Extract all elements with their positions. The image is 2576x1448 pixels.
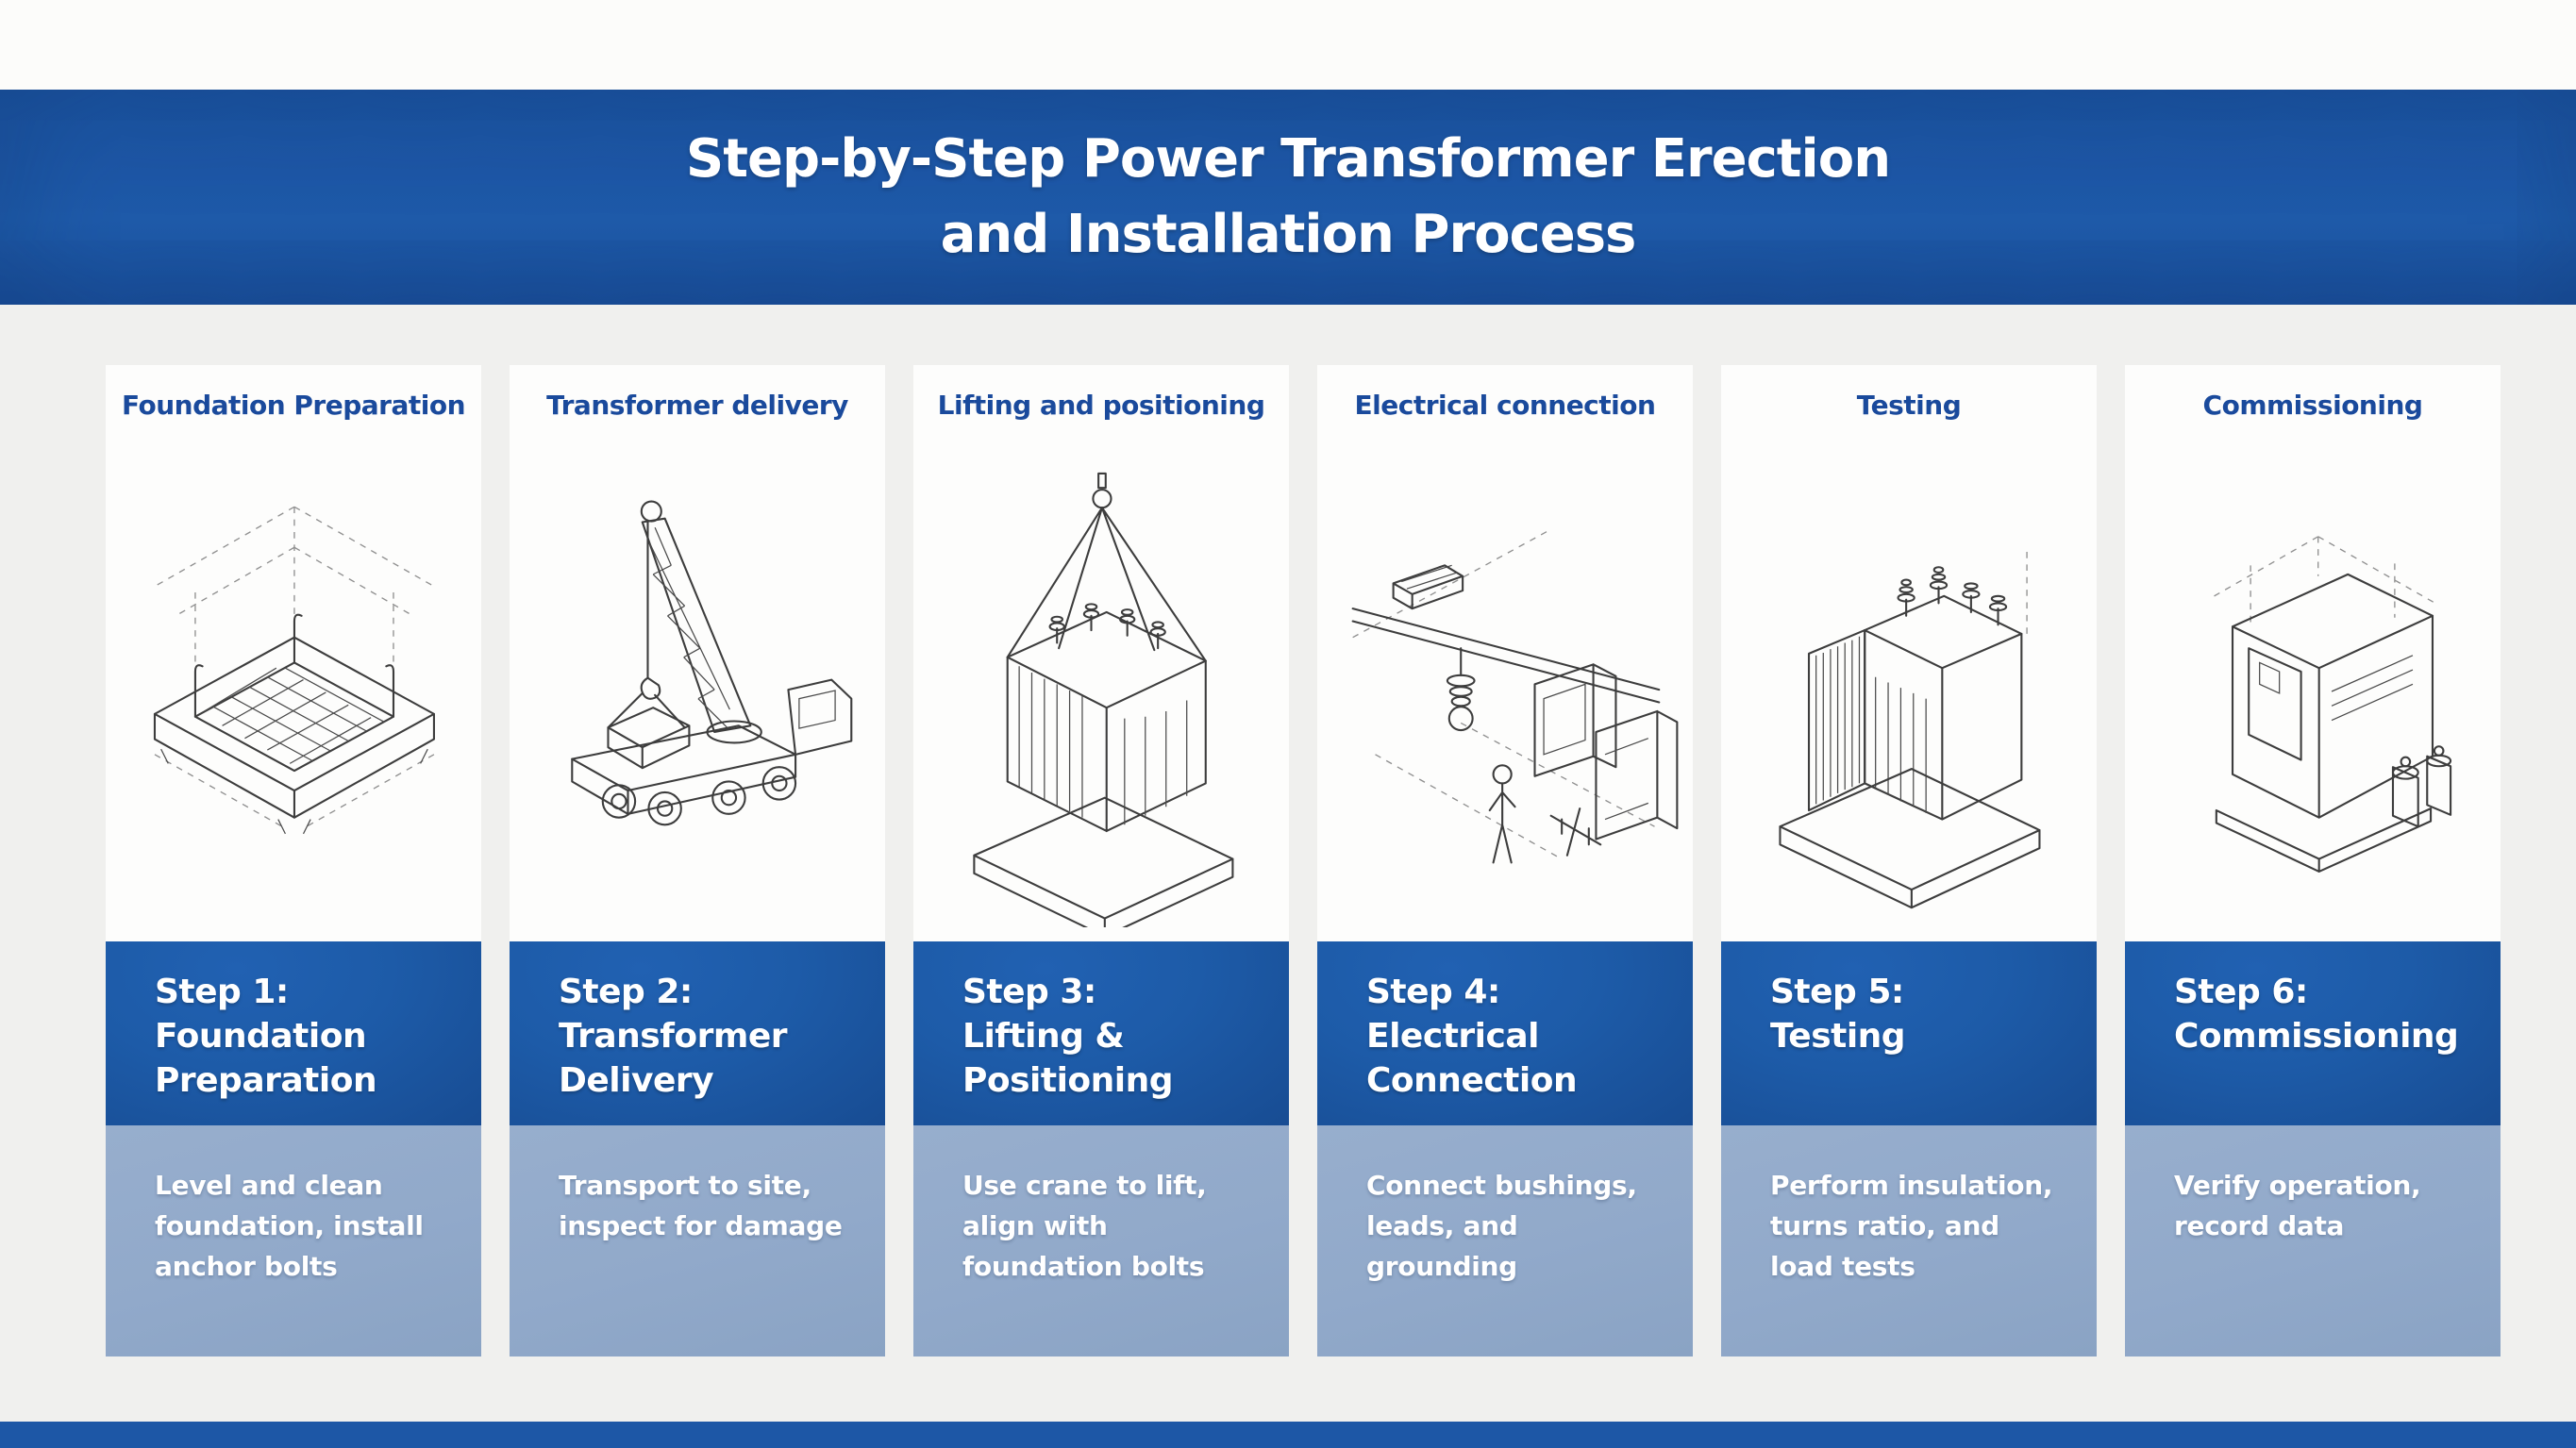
step-description-block: Use crane to lift, align with foundation… [913,1125,1289,1356]
foundation-pit-rebar-icon [151,506,438,834]
step-title: Step 5: Testing [1770,973,1906,1056]
step-description-block: Verify operation, record data [2125,1125,2501,1356]
step-title: Step 6: Commissioning [2174,973,2459,1056]
step-column-1: Foundation Preparation [106,365,481,1356]
step-description: Verify operation, record data [2174,1170,2421,1241]
step-description: Perform insulation, turns ratio, and loa… [1770,1170,2053,1282]
step-title-block: Step 6: Commissioning [2125,941,2501,1125]
column-header: Electrical connection [1354,390,1656,421]
step-description: Transport to site, inspect for damage [559,1170,843,1241]
electrical-connection-illustration [1317,441,1693,941]
crane-truck-icon [571,499,853,825]
column-header: Testing [1856,390,1962,421]
top-white-strip [0,0,2576,90]
step-column-2: Transformer delivery [510,365,885,1356]
step-column-3: Lifting and positioning [913,365,1289,1356]
testing-illustration [1721,441,2097,941]
step-column-6: Commissioning Step 6: Commis [2125,365,2501,1356]
step-description-block: Level and clean foundation, install anch… [106,1125,481,1356]
crane-truck-illustration [510,441,885,941]
step-title: Step 1: Foundation Preparation [155,973,377,1100]
step-description: Level and clean foundation, install anch… [155,1170,424,1282]
column-header: Lifting and positioning [937,390,1265,421]
step-title: Step 2: Transformer Delivery [559,973,788,1100]
page-title: Step-by-Step Power Transformer Erection … [685,128,1891,265]
step-description: Use crane to lift, align with foundation… [962,1170,1207,1282]
step-column-5: Testing [1721,365,2097,1356]
lifting-positioning-illustration [913,441,1289,941]
foundation-pit-illustration [106,441,481,941]
transformer-testing-icon [1779,551,2041,908]
step-title-block: Step 5: Testing [1721,941,2097,1125]
step-title-block: Step 4: Electrical Connection [1317,941,1693,1125]
step-column-4: Electrical connection [1317,365,1693,1356]
step-description-block: Connect bushings, leads, and grounding [1317,1125,1693,1356]
footer-bar [0,1422,2576,1448]
column-header: Transformer delivery [546,390,848,421]
step-description-block: Perform insulation, turns ratio, and loa… [1721,1125,2097,1356]
column-header: Foundation Preparation [121,390,466,421]
busbar-worker-icon [1351,528,1679,863]
steps-row: Foundation Preparation [106,365,2501,1356]
title-banner: Step-by-Step Power Transformer Erection … [0,90,2576,305]
control-cabinet-icon [2212,535,2452,873]
step-title-block: Step 3: Lifting & Positioning [913,941,1289,1125]
step-title-block: Step 1: Foundation Preparation [106,941,481,1125]
step-title-block: Step 2: Transformer Delivery [510,941,885,1125]
step-description: Connect bushings, leads, and grounding [1366,1170,1637,1282]
column-header: Commissioning [2202,390,2423,421]
step-title: Step 4: Electrical Connection [1366,973,1578,1100]
commissioning-illustration [2125,441,2501,941]
step-description-block: Transport to site, inspect for damage [510,1125,885,1356]
transformer-slings-icon [973,472,1234,927]
step-title: Step 3: Lifting & Positioning [962,973,1174,1100]
